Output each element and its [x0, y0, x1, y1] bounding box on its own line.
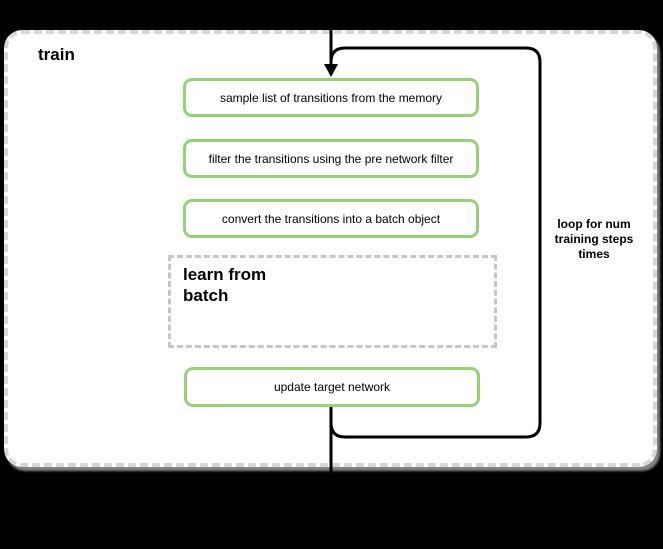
group-label: learn from batch — [183, 265, 267, 306]
arrow-down-icon — [324, 64, 338, 77]
step-update-target-network: update target network — [184, 367, 480, 407]
step-label: convert the transitions into a batch obj… — [221, 211, 441, 226]
step-filter-transitions: filter the transitions using the pre net… — [183, 139, 479, 178]
group-learn-from-batch: learn from batch — [168, 255, 497, 348]
step-label: filter the transitions using the pre net… — [208, 151, 454, 166]
step-label: sample list of transitions from the memo… — [219, 90, 443, 105]
loop-label: loop for num training steps times — [554, 217, 634, 261]
train-label: train — [38, 45, 75, 64]
step-convert-to-batch: convert the transitions into a batch obj… — [183, 199, 479, 238]
step-label: update target network — [273, 380, 391, 394]
loop-boundary — [329, 46, 542, 439]
step-sample-transitions: sample list of transitions from the memo… — [183, 78, 479, 117]
